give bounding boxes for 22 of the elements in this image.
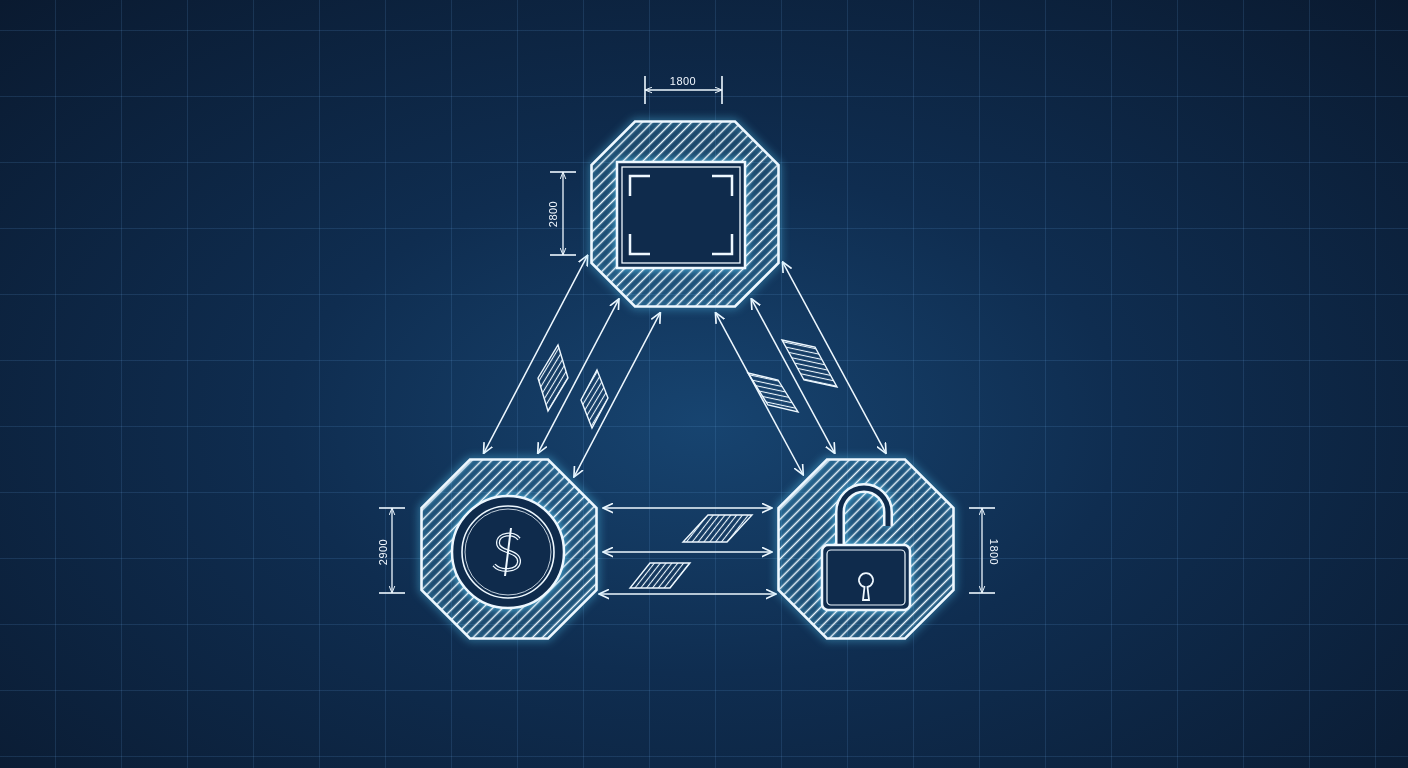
double-arrow [714,311,805,476]
hatched-parallelogram [682,514,753,543]
double-arrow [750,297,836,455]
double-arrow [536,298,620,455]
double-arrow [573,311,662,478]
hatched-parallelogram [629,562,691,589]
hatched-octagon [777,458,955,640]
double-arrow [598,588,777,600]
dimension-label: 2800 [547,200,559,228]
dimension-label: 1800 [987,538,999,566]
dimension-label: 2900 [377,538,389,566]
double-arrow [602,502,773,514]
hatched-octagon [590,120,780,308]
hatched-parallelogram [537,344,569,412]
hatched-parallelogram [781,339,838,388]
hatched-octagon [420,458,598,640]
double-arrow [602,546,773,558]
hatched-parallelogram [747,372,799,413]
dimension-label: 1800 [669,75,697,87]
double-arrow [482,254,589,455]
hatched-parallelogram [580,369,609,429]
double-arrow [781,260,887,455]
